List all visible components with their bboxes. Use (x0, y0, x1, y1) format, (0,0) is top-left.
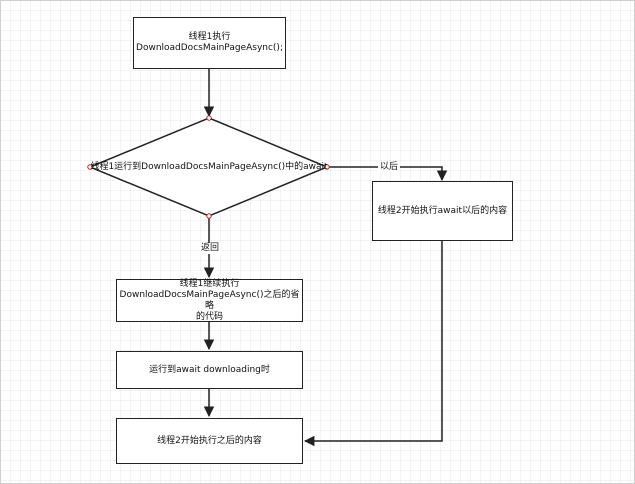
node-start-label: 线程1执行 DownloadDocsMainPageAsync(); (136, 32, 283, 53)
node-thread2-await-label: 线程2开始执行await以后的内容 (377, 205, 508, 216)
connection-point-top[interactable] (206, 115, 212, 121)
node-await-downloading[interactable]: 运行到await downloading时 (116, 351, 303, 389)
node-thread2-end-label: 线程2开始执行之后的内容 (157, 435, 262, 446)
connection-point-left[interactable] (87, 164, 93, 170)
node-thread2-end[interactable]: 线程2开始执行之后的内容 (116, 418, 303, 464)
node-continue-label: 线程1继续执行 DownloadDocsMainPageAsync()之后的省略… (119, 278, 300, 322)
node-await-downloading-label: 运行到await downloading时 (149, 364, 270, 375)
connection-point-right[interactable] (324, 164, 330, 170)
edge-decision-to-thread2 (327, 166, 448, 182)
edge-thread2-to-end (303, 241, 443, 447)
node-start[interactable]: 线程1执行 DownloadDocsMainPageAsync(); (133, 17, 286, 69)
decision-label: 线程1运行到DownloadDocsMainPageAsync()中的await (90, 162, 328, 172)
node-thread2-await[interactable]: 线程2开始执行await以后的内容 (372, 181, 513, 241)
connection-point-bottom[interactable] (206, 213, 212, 219)
node-continue[interactable]: 线程1继续执行 DownloadDocsMainPageAsync()之后的省略… (116, 279, 303, 322)
edge-label-return: 返回 (199, 243, 222, 254)
edge-label-after: 以后 (378, 162, 401, 173)
